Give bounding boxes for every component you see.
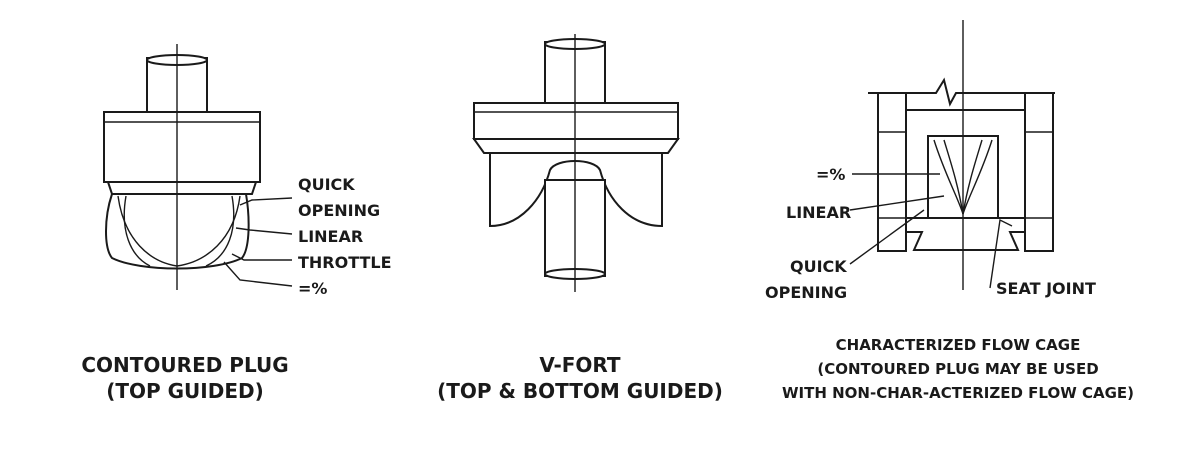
label-equal-percent: =% [298, 279, 327, 298]
caption-line-2: (TOP & BOTTOM GUIDED) [437, 379, 723, 403]
leader-seat-joint [989, 218, 1013, 289]
caption-line-2: (TOP GUIDED) [106, 379, 264, 403]
contoured-plug-figure: QUICK OPENING LINEAR THROTTLE =% CONTOUR… [81, 44, 392, 403]
leader-quick-opening [849, 209, 925, 265]
label-opening: OPENING [765, 283, 847, 302]
label-seat-joint: SEAT JOINT [996, 279, 1096, 298]
vfort-head [473, 102, 679, 140]
label-linear: LINEAR [786, 203, 851, 222]
label-quick: QUICK [298, 175, 355, 194]
plug-guide [103, 111, 261, 183]
caption-line-1: CONTOURED PLUG [81, 353, 288, 377]
vfort-skirt [489, 152, 663, 228]
leader-linear [849, 195, 945, 211]
caption-line-1: V-FORT [539, 353, 620, 377]
leader-throttle [231, 253, 292, 261]
caption-line-3: WITH NON-CHAR-ACTERIZED FLOW CAGE) [782, 384, 1134, 402]
v-fort-figure: V-FORT (TOP & BOTTOM GUIDED) [437, 34, 723, 403]
label-quick: QUICK [790, 257, 847, 276]
caption-line-1: CHARACTERIZED FLOW CAGE [836, 336, 1081, 354]
cage-body [905, 109, 1026, 218]
label-throttle: THROTTLE [298, 253, 392, 272]
leader-linear [235, 227, 293, 235]
label-equal-percent: =% [816, 165, 845, 184]
cage-top-break [868, 77, 1055, 107]
plug-collar [106, 181, 258, 195]
label-linear: LINEAR [298, 227, 363, 246]
leader-quick-opening [239, 197, 293, 206]
flow-cage-figure: =% LINEAR QUICK OPENING SEAT JOINT CHARA… [765, 20, 1134, 402]
caption-line-2: (CONTOURED PLUG MAY BE USED [817, 360, 1098, 378]
leader-equal-percent [223, 261, 293, 287]
cage-left-wall [877, 92, 907, 252]
cage-right-wall [1024, 92, 1054, 252]
label-opening: OPENING [298, 201, 380, 220]
